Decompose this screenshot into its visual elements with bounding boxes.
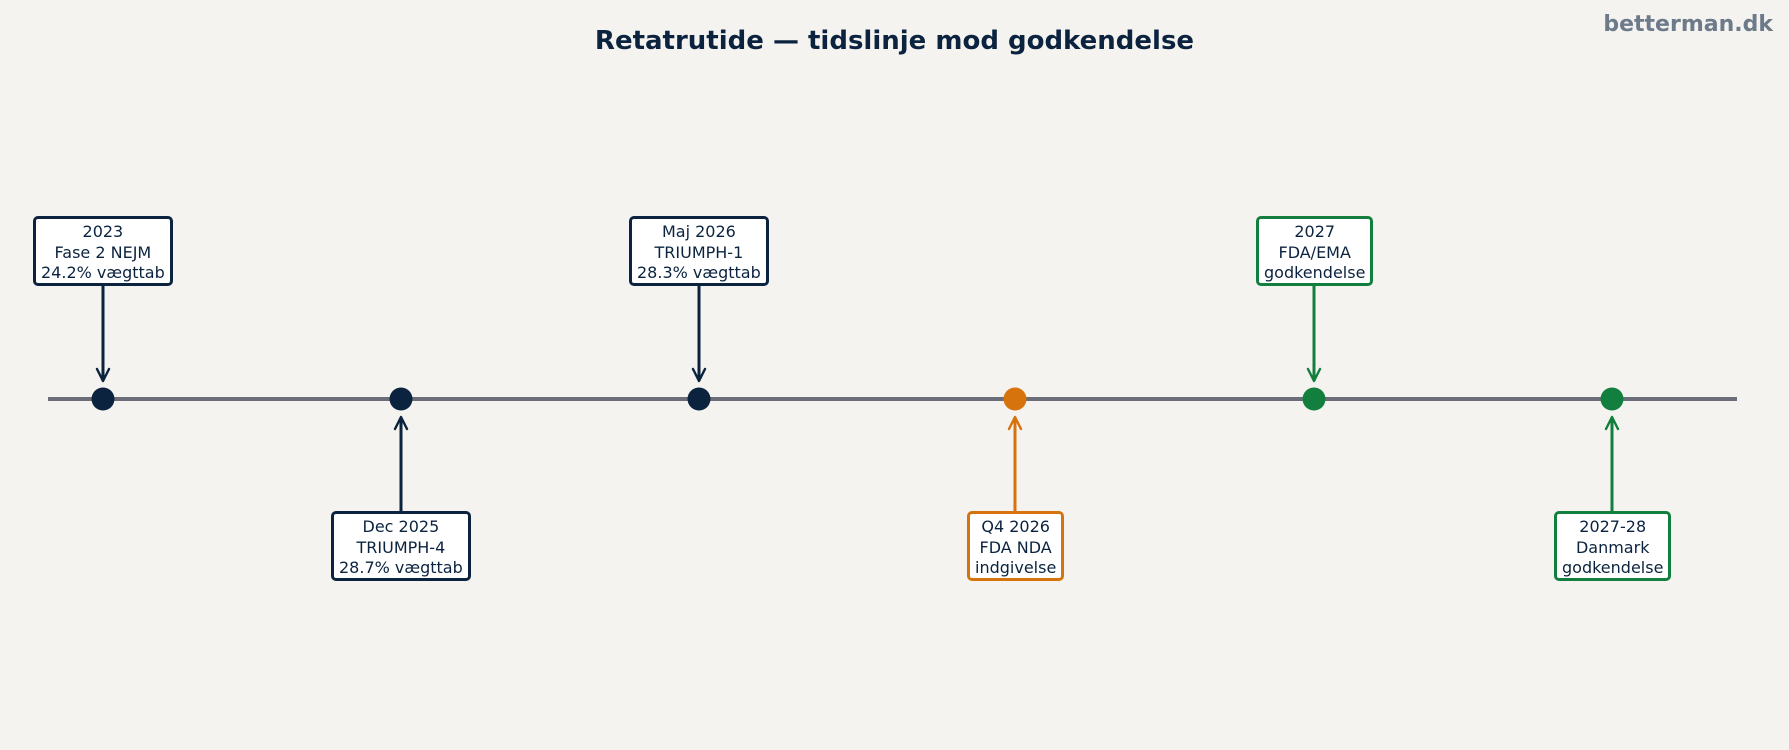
event-dot (1600, 387, 1624, 411)
event-label-line: TRIUMPH-1 (654, 242, 744, 262)
event-label-line: 2023 (82, 222, 124, 241)
event-label-line: 24.2% vægttab (41, 263, 165, 282)
event-label-line: 2027-28 (1579, 517, 1647, 536)
event-label-line: 28.7% vægttab (339, 558, 463, 577)
event-label-line: 2027 (1294, 222, 1336, 241)
event-label-line: indgivelse (975, 558, 1057, 577)
event-label-line: FDA NDA (979, 537, 1052, 557)
diagram-title: Retatrutide — tidslinje mod godkendelse (594, 26, 1195, 56)
event-label-line: Maj 2026 (661, 222, 736, 241)
event-dot (91, 387, 115, 411)
event-label-line: Fase 2 NEJM (54, 242, 152, 262)
event-label-line: Danmark (1575, 537, 1650, 557)
event-label-line: godkendelse (1264, 263, 1366, 282)
event-label-line: 28.3% vægttab (637, 263, 761, 282)
event-dot (1302, 387, 1326, 411)
event-dot (389, 387, 413, 411)
event-label-line: Q4 2026 (981, 517, 1050, 536)
watermark: betterman.dk (1603, 12, 1773, 37)
event-label-line: Dec 2025 (362, 517, 440, 536)
event-label-line: TRIUMPH-4 (356, 537, 446, 557)
event-label-line: godkendelse (1562, 558, 1664, 577)
event-dot (687, 387, 711, 411)
event-dot (1003, 387, 1027, 411)
event-label-line: FDA/EMA (1278, 242, 1351, 262)
